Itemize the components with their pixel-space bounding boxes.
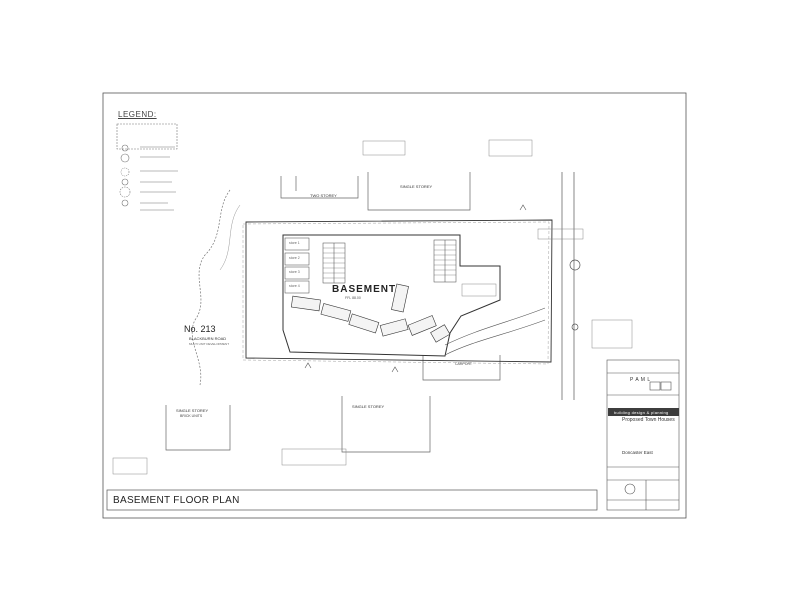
driveway [444, 319, 546, 356]
project-location: Doncaster East [622, 450, 653, 455]
address-line-2: MULTI UNIT DEVELOPMENT [189, 342, 230, 346]
basement-label: BASEMENT [332, 284, 397, 295]
discipline-band [608, 408, 679, 416]
brick-units-label: BRICK UNITS [180, 414, 203, 418]
scale-marks [304, 204, 527, 373]
store-label: store 3 [289, 270, 300, 274]
tree-line [191, 189, 231, 386]
sheet-border [102, 92, 687, 519]
store-label: store 2 [289, 256, 300, 260]
basement-level: FFL 88.00 [345, 296, 361, 300]
legend [116, 123, 178, 211]
firm-logo: P A M L [630, 377, 651, 383]
car-spaces [290, 283, 451, 343]
stairs [322, 239, 457, 284]
single-storey-bottom-label: SINGLE STOREY [352, 404, 385, 409]
property-number: No. 213 [184, 324, 216, 334]
legend-title: LEGEND: [118, 110, 157, 119]
carport-label: CARPORT [455, 362, 473, 366]
two-storey-label: TWO STOREY [310, 193, 337, 198]
discipline-text: building design & planning [614, 409, 669, 415]
neighbour-outlines [165, 172, 501, 453]
site-boundary [245, 219, 553, 363]
title-block [606, 359, 680, 511]
store-rooms [284, 237, 310, 294]
basement-outline [282, 234, 501, 357]
plan-title-box [106, 489, 598, 511]
plan-title: BASEMENT FLOOR PLAN [113, 495, 240, 506]
note-boxes [112, 139, 633, 475]
store-label: store 1 [289, 241, 300, 245]
street [561, 172, 581, 400]
store-label: store 4 [289, 284, 300, 288]
single-storey-left-label: SINGLE STOREY [176, 408, 209, 413]
project-name: Proposed Town Houses [622, 417, 675, 423]
single-storey-top-label: SINGLE STOREY [400, 184, 433, 189]
address-line-1: BLACKBURN ROAD [189, 336, 227, 341]
